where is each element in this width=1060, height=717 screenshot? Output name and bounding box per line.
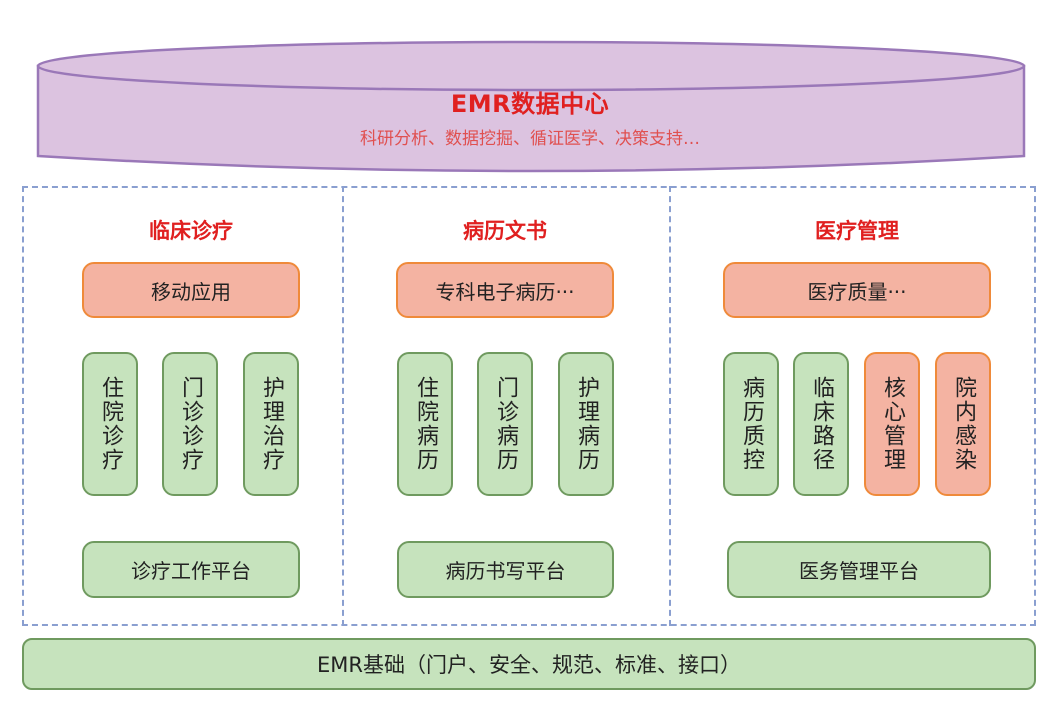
- data-center-subtitle: 科研分析、数据挖掘、循证医学、决策支持…: [360, 129, 700, 149]
- module-clinical-pathway[interactable]: 临床路径: [793, 352, 849, 496]
- module-outpatient-treatment[interactable]: 门诊诊疗: [162, 352, 218, 496]
- platform-diagnosis[interactable]: 诊疗工作平台: [82, 541, 300, 598]
- data-center-title: EMR数据中心: [450, 90, 610, 118]
- emr-foundation[interactable]: EMR基础（门户、安全、规范、标准、接口）: [22, 638, 1036, 690]
- column-divider: [669, 186, 671, 626]
- applications-frame: [22, 186, 1036, 626]
- module-inpatient-record[interactable]: 住院病历: [397, 352, 453, 496]
- column-title-clinical: 临床诊疗: [149, 219, 233, 243]
- top-box-mobile-app[interactable]: 移动应用: [82, 262, 300, 318]
- platform-record-writing[interactable]: 病历书写平台: [397, 541, 614, 598]
- platform-medical-affairs[interactable]: 医务管理平台: [727, 541, 991, 598]
- column-title-management: 医疗管理: [815, 219, 899, 243]
- module-core-management[interactable]: 核心管理: [864, 352, 920, 496]
- module-nursing-treatment[interactable]: 护理治疗: [243, 352, 299, 496]
- top-box-medical-quality[interactable]: 医疗质量···: [723, 262, 991, 318]
- module-nursing-record[interactable]: 护理病历: [558, 352, 614, 496]
- module-outpatient-record[interactable]: 门诊病历: [477, 352, 533, 496]
- module-hospital-infection[interactable]: 院内感染: [935, 352, 991, 496]
- column-divider: [342, 186, 344, 626]
- column-title-records: 病历文书: [463, 219, 547, 243]
- data-center-cylinder: [36, 40, 1026, 173]
- top-box-specialty-emr[interactable]: 专科电子病历···: [396, 262, 614, 318]
- cylinder-top: [36, 40, 1026, 92]
- module-record-quality-control[interactable]: 病历质控: [723, 352, 779, 496]
- module-inpatient-treatment[interactable]: 住院诊疗: [82, 352, 138, 496]
- cylinder-body: [36, 64, 1026, 173]
